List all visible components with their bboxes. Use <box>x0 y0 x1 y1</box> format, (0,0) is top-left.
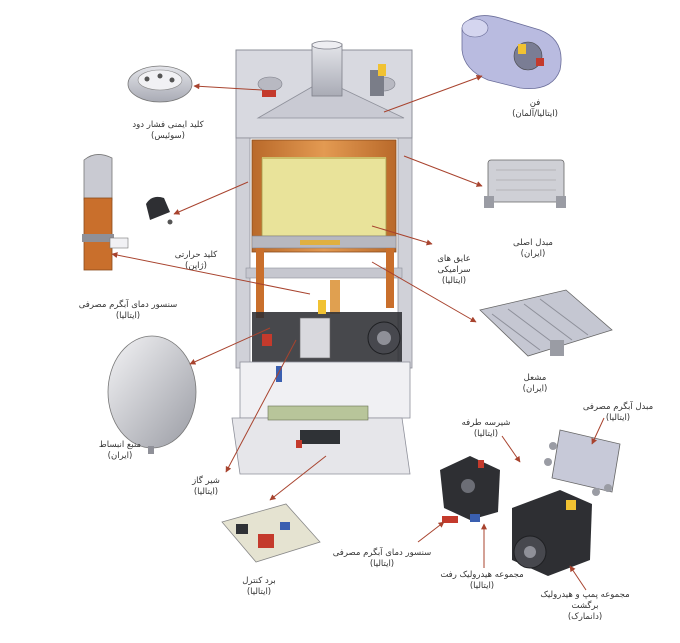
smoke-pressure-switch <box>127 65 193 103</box>
label-line: سنسور دمای آبگرم مصرفی <box>78 300 178 310</box>
label-line: برگشت <box>571 601 599 611</box>
label-line: کلید حرارتی <box>174 250 218 260</box>
label-line: (ایتالیا) <box>369 559 395 569</box>
flue-pipe-with-thermal-switch <box>82 154 173 271</box>
label-line: مشعل <box>523 373 547 383</box>
label-line: سنسور دمای آبگرم مصرفی <box>332 548 432 558</box>
dhw-plate-exchanger <box>544 429 621 496</box>
arrow-control-board <box>269 455 327 501</box>
label-main-exchanger: مبدل اصلی (ایران) <box>498 238 568 260</box>
label-line: برد کنترل <box>242 576 276 586</box>
label-line: (دانمارک) <box>567 612 603 622</box>
label-line: شیرسه طرفه <box>461 418 511 428</box>
label-line: سرامیکی <box>437 265 471 275</box>
arrow-thermal-switch <box>173 181 249 215</box>
arrow-dhw-sensor-left <box>111 252 311 295</box>
arrow-pump-return <box>569 565 587 591</box>
label-line: (ایتالیا) <box>469 581 495 591</box>
label-line: (ایتالیا) <box>441 276 467 286</box>
label-fan: فن (ایتالیا/آلمان) <box>490 98 580 120</box>
arrow-dhw-sensor-bottom <box>417 521 445 543</box>
label-line: (ایتالیا) <box>193 487 219 497</box>
label-line: (سوئیس) <box>151 131 185 141</box>
arrow-burner <box>371 261 477 323</box>
label-control-board: برد کنترل (ایتالیا) <box>224 576 294 598</box>
label-line: شیر گاز <box>192 476 220 486</box>
label-line: عایق های <box>437 254 471 264</box>
label-line: فن <box>529 98 541 108</box>
hydraulic-supply-group <box>440 456 500 523</box>
label-smoke-pressure-switch: کلید ایمنی فشار دود (سوئیس) <box>112 120 224 142</box>
label-line: مبدل آبگرم مصرفی <box>582 402 654 412</box>
label-burner: مشعل (ایران) <box>505 373 565 395</box>
label-line: مجموعه هیدرولیک رفت <box>440 570 524 580</box>
arrow-fan <box>383 75 483 113</box>
arrow-smoke-switch <box>193 83 263 91</box>
label-dhw-sensor-left: سنسور دمای آبگرم مصرفی (ایتالیا) <box>62 300 194 322</box>
label-line: منبع انبساط <box>98 440 142 450</box>
label-line: مجموعه پمپ و هیدرولیک <box>540 590 630 600</box>
label-line: (ایران) <box>107 451 133 461</box>
label-line: (ایتالیا) <box>605 413 631 423</box>
label-dhw-exchanger: مبدل آبگرم مصرفی (ایتالیا) <box>568 402 668 424</box>
main-heat-exchanger <box>484 159 566 208</box>
arrow-dhw-exchanger <box>591 417 605 445</box>
label-line: (ایتالیا) <box>473 429 499 439</box>
arrow-ceramic <box>371 225 433 246</box>
label-three-way-valve: شیرسه طرفه (ایتالیا) <box>446 418 526 440</box>
label-pump-hydraulic-return: مجموعه پمپ و هیدرولیک برگشت (دانمارک) <box>522 590 648 623</box>
label-line: (ژاپن) <box>185 261 207 271</box>
arrow-three-way-valve <box>501 435 521 463</box>
label-expansion-tank: منبع انبساط (ایران) <box>80 440 160 462</box>
label-gas-valve: شیر گاز (ایتالیا) <box>176 476 236 498</box>
arrow-expansion-tank <box>189 327 271 365</box>
label-line: (ایران) <box>520 249 546 259</box>
label-line: کلید ایمنی فشار دود <box>132 120 204 130</box>
label-ceramic-insulation: عایق های سرامیکی (ایتالیا) <box>424 254 484 287</box>
callout-arrows <box>111 75 605 591</box>
label-dhw-sensor-bottom: سنسور دمای آبگرم مصرفی (ایتالیا) <box>316 548 448 570</box>
control-board <box>221 503 321 563</box>
label-line: (ایتالیا) <box>115 311 141 321</box>
label-line: (ایتالیا/آلمان) <box>512 109 558 119</box>
arrow-gas-valve <box>225 339 297 473</box>
expansion-tank <box>107 335 197 454</box>
pump-return-group <box>512 490 592 576</box>
burner-unit <box>479 289 613 357</box>
label-line: مبدل اصلی <box>513 238 553 248</box>
label-thermal-switch: کلید حرارتی (ژاپن) <box>156 250 236 272</box>
fan-unit <box>461 15 562 89</box>
label-line: (ایران) <box>522 384 548 394</box>
arrow-main-exchanger <box>403 155 483 187</box>
boiler-main-unit <box>231 40 413 475</box>
label-hydraulic-supply: مجموعه هیدرولیک رفت (ایتالیا) <box>424 570 540 592</box>
label-line: (ایتالیا) <box>246 587 272 597</box>
